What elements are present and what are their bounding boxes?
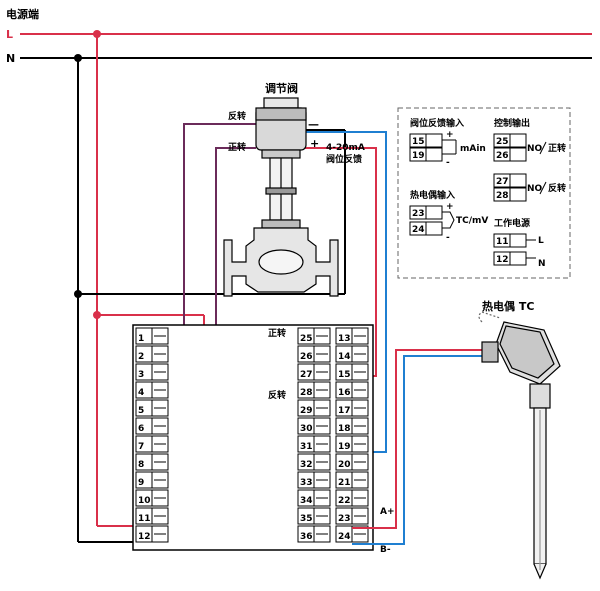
legend-term: 23 [412, 209, 425, 219]
valve-minus-label: — [308, 118, 319, 131]
terminal-label: 19 [338, 442, 351, 452]
valve-reverse-label: 反转 [228, 110, 246, 122]
legend-feedback: 阀位反馈输入 15 19 + - mAin [409, 117, 486, 168]
terminal-label: 18 [338, 424, 351, 434]
wire-tc-minus [352, 355, 486, 545]
legend-reverse: 反转 [548, 182, 566, 194]
terminal-label: 35 [300, 514, 313, 524]
wire-tc-plus [352, 349, 486, 529]
legend-no: NO [527, 184, 543, 194]
legend-plus: + [446, 202, 454, 212]
tc-b-minus-label: B- [380, 545, 391, 555]
legend-term: 19 [412, 151, 425, 161]
terminal-label: 7 [138, 442, 144, 452]
terminal-label: 29 [300, 406, 313, 416]
terminal-label: 17 [338, 406, 351, 416]
legend-feedback-unit: mAin [460, 144, 486, 154]
terminal-label: 6 [138, 424, 144, 434]
tc-title: 热电偶 TC [482, 299, 534, 313]
terminal-label: 28 [300, 388, 313, 398]
terminal-label: 27 [300, 370, 313, 380]
terminal-label: 14 [338, 352, 351, 362]
legend-plus: + [446, 130, 454, 140]
terminal-label: 32 [300, 460, 313, 470]
terminal-label: 10 [138, 496, 151, 506]
valve-plus-label: + [310, 137, 319, 150]
valve-signal-sub-label: 阀位反馈 [326, 153, 362, 165]
terminal-label: 2 [138, 352, 144, 362]
legend-power: 工作电源 11 12 L N [493, 217, 546, 269]
legend-term: 27 [496, 177, 509, 187]
power-l-label: L [6, 28, 13, 41]
terminal-label: 12 [138, 532, 151, 542]
legend-power-title: 工作电源 [494, 217, 530, 229]
valve-signal-label: 4-20mA [326, 143, 365, 153]
controller-forward-label: 正转 [268, 327, 286, 339]
legend-term: 26 [496, 151, 509, 161]
terminal-label: 15 [338, 370, 351, 380]
legend-no: NO [527, 144, 543, 154]
legend-term: 12 [496, 255, 509, 265]
terminal-label: 1 [138, 334, 144, 344]
controller-mid-terminals: 25 26 27 28 29 30 31 32 33 34 35 36 [297, 327, 331, 543]
terminal-label: 8 [138, 460, 144, 470]
terminal-label: 9 [138, 478, 144, 488]
legend-term: 25 [496, 137, 509, 147]
legend-control-title: 控制输出 [494, 117, 530, 129]
legend-tc-title: 热电偶输入 [410, 189, 455, 201]
terminal-label: 30 [300, 424, 313, 434]
power-n-label: N [6, 52, 15, 65]
terminal-label: 11 [138, 514, 151, 524]
terminal-label: 3 [138, 370, 144, 380]
legend-feedback-title: 阀位反馈输入 [410, 117, 464, 129]
legend-thermocouple: 热电偶输入 23 24 + - TC/mV [409, 189, 488, 243]
terminal-label: 34 [300, 496, 313, 506]
terminal-label: 26 [300, 352, 313, 362]
controller-reverse-label: 反转 [268, 389, 286, 401]
tc-a-plus-label: A+ [380, 507, 395, 517]
legend-term: 28 [496, 191, 509, 201]
legend-control: 控制输出 25 26 NO 正转 27 28 NO 反转 [493, 117, 566, 202]
legend-tc-unit: TC/mV [456, 216, 488, 226]
legend-power-n: N [538, 259, 546, 269]
legend-term: 24 [412, 225, 425, 235]
legend-term: 11 [496, 237, 509, 247]
valve-title: 调节阀 [265, 81, 298, 95]
legend-minus: - [446, 158, 450, 168]
terminal-label: 22 [338, 496, 351, 506]
terminal-label: 33 [300, 478, 313, 488]
thermocouple-icon [478, 311, 561, 580]
terminal-label: 25 [300, 334, 313, 344]
legend-power-l: L [538, 236, 544, 246]
valve-icon [223, 97, 339, 297]
legend-term: 15 [412, 137, 425, 147]
valve-forward-label: 正转 [228, 141, 246, 153]
terminal-label: 21 [338, 478, 351, 488]
terminal-label: 31 [300, 442, 313, 452]
legend-minus: - [446, 233, 450, 243]
terminal-label: 5 [138, 406, 144, 416]
controller-body [132, 324, 374, 551]
controller-right-terminals: 13 14 15 16 17 18 19 20 21 22 23 24 [335, 327, 369, 543]
legend-box [397, 107, 571, 279]
terminal-label: 13 [338, 334, 351, 344]
legend-forward: 正转 [548, 142, 566, 154]
terminal-label: 23 [338, 514, 351, 524]
terminal-label: 36 [300, 532, 313, 542]
terminal-label: 20 [338, 460, 351, 470]
power-title: 电源端 [6, 7, 39, 21]
terminal-label: 24 [338, 532, 351, 542]
terminal-label: 16 [338, 388, 351, 398]
terminal-label: 4 [138, 388, 144, 398]
